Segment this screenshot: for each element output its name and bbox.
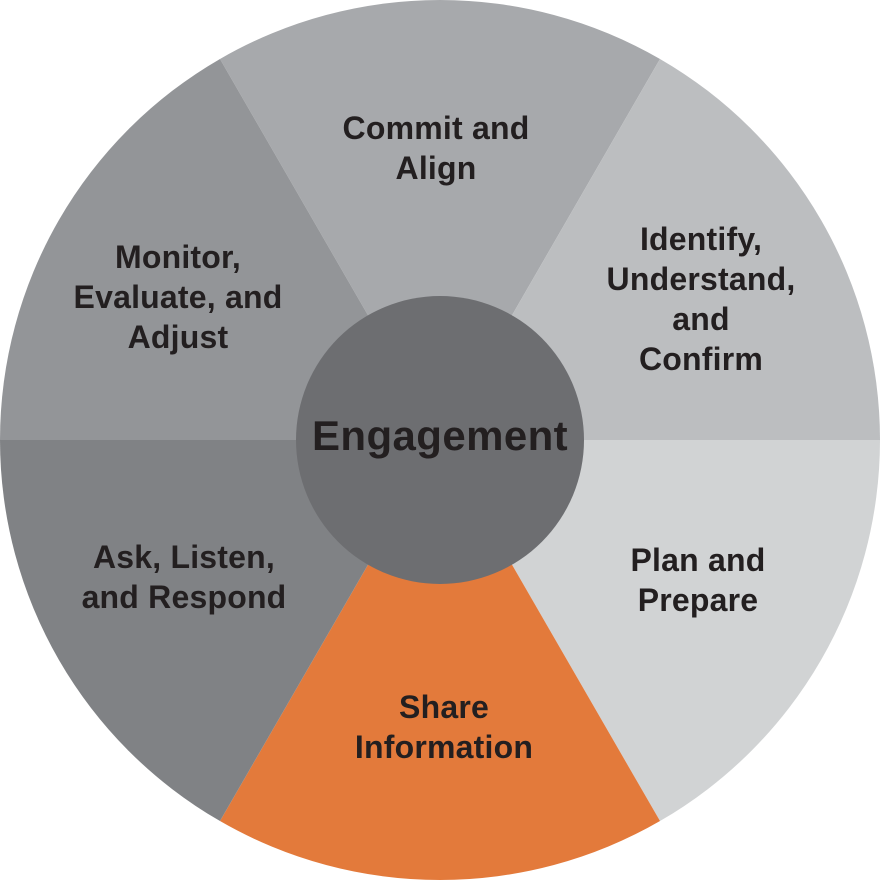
segment-share-information	[220, 440, 660, 880]
segment-monitor-evaluate-and-adjust	[0, 58, 440, 440]
segment-plan-and-prepare	[440, 440, 880, 822]
segment-commit-and-align	[220, 0, 660, 440]
segment-identify-understand-and-confirm	[440, 58, 880, 440]
engagement-hub-circle	[296, 296, 584, 584]
segment-ask-listen-and-respond	[0, 440, 440, 822]
